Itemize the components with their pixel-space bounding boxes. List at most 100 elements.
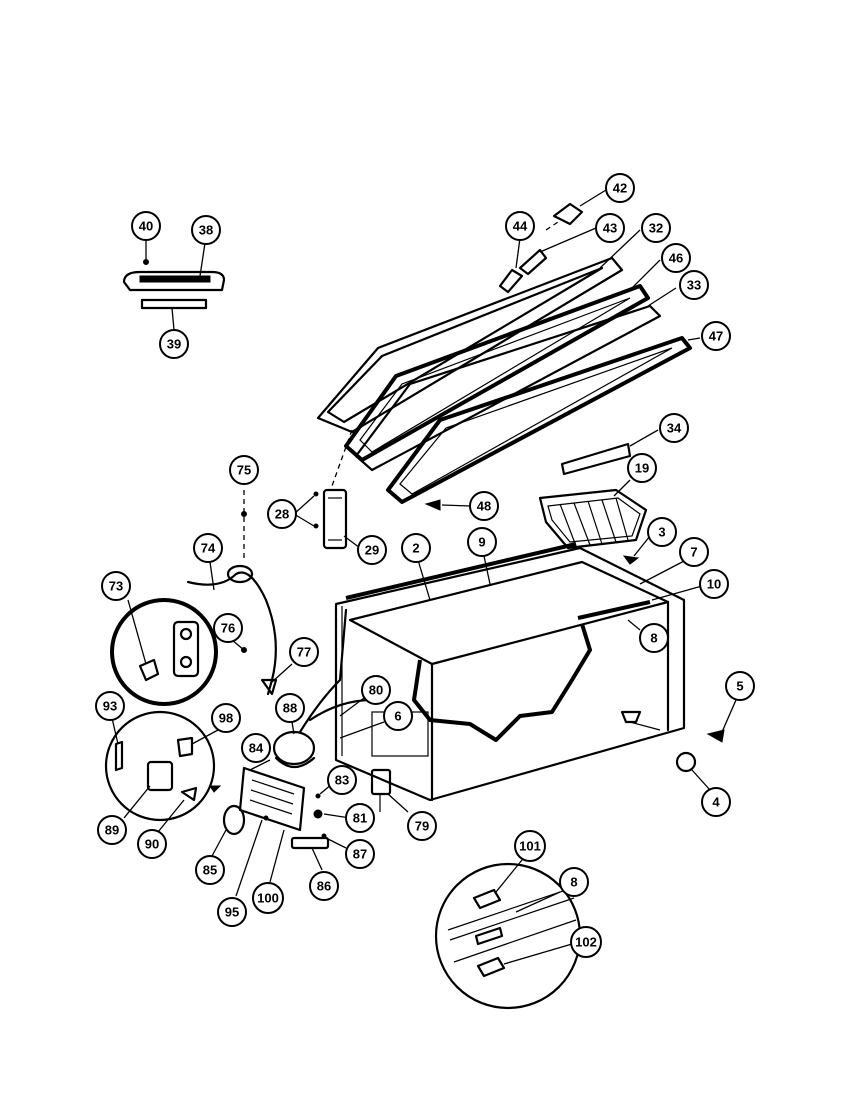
power-cord <box>186 490 293 696</box>
callout-label: 48 <box>477 499 491 514</box>
callout-label: 32 <box>649 221 663 236</box>
callout-label: 98 <box>219 711 233 726</box>
storage-basket <box>538 479 648 550</box>
callout-88: 88 <box>275 693 305 723</box>
callout-87: 87 <box>345 839 375 869</box>
callout-label: 19 <box>635 461 649 476</box>
callout-102: 102 <box>570 926 602 958</box>
callout-label: 9 <box>478 535 485 550</box>
callout-label: 76 <box>221 621 235 636</box>
callout-4: 4 <box>701 787 731 817</box>
callout-label: 80 <box>369 683 383 698</box>
callout-label: 28 <box>275 507 289 522</box>
callout-label: 74 <box>201 541 216 556</box>
hinge-bracket <box>293 488 361 550</box>
callout-48: 48 <box>469 491 499 521</box>
callout-label: 79 <box>415 819 429 834</box>
callout-label: 8 <box>570 875 577 890</box>
hinge-and-lock <box>331 202 584 487</box>
callout-label: 85 <box>203 863 217 878</box>
callout-label: 73 <box>109 579 123 594</box>
callout-8: 8 <box>639 623 669 653</box>
callout-label: 93 <box>103 699 117 714</box>
callouts: 40 38 39 42 44 43 32 46 33 47 34 19 75 2… <box>95 173 755 958</box>
callout-label: 29 <box>365 543 379 558</box>
callout-73: 73 <box>101 571 131 601</box>
callout-84: 84 <box>241 733 271 763</box>
callout-83: 83 <box>327 765 357 795</box>
callout-93: 93 <box>95 691 125 721</box>
callout-85: 85 <box>195 855 225 885</box>
grille-slots <box>249 779 295 815</box>
cabinet <box>334 535 703 802</box>
callout-33: 33 <box>679 270 709 300</box>
callout-47: 47 <box>701 321 731 351</box>
callout-label: 4 <box>712 795 720 810</box>
callout-89: 89 <box>97 815 127 845</box>
screw <box>424 499 471 511</box>
callout-label: 42 <box>613 181 627 196</box>
callout-label: 2 <box>412 541 419 556</box>
callout-label: 33 <box>687 278 701 293</box>
callout-label: 75 <box>237 463 251 478</box>
handle-assembly <box>122 240 226 331</box>
callout-79: 79 <box>407 811 437 841</box>
callout-38: 38 <box>191 215 221 245</box>
callout-2: 2 <box>401 533 431 563</box>
callout-label: 95 <box>225 905 239 920</box>
callout-label: 5 <box>736 679 743 694</box>
callout-label: 8 <box>650 631 657 646</box>
callout-9: 9 <box>467 527 497 557</box>
callout-label: 81 <box>353 811 367 826</box>
lid-leads <box>515 189 701 341</box>
callout-32: 32 <box>641 213 671 243</box>
callout-6: 6 <box>383 701 413 731</box>
drain-plug <box>620 699 737 791</box>
callout-label: 3 <box>658 525 665 540</box>
callout-76: 76 <box>213 613 243 643</box>
lid-outer <box>316 256 624 434</box>
callout-label: 40 <box>139 219 153 234</box>
callout-5: 5 <box>725 671 755 701</box>
callout-label: 101 <box>519 839 541 854</box>
strip-detail <box>434 859 582 1010</box>
callout-label: 7 <box>690 545 697 560</box>
callout-label: 39 <box>167 337 181 352</box>
callout-label: 34 <box>667 421 682 436</box>
callout-44: 44 <box>505 211 535 241</box>
divider-strip <box>560 429 659 476</box>
callout-81: 81 <box>345 803 375 833</box>
callout-label: 44 <box>513 219 528 234</box>
callout-34: 34 <box>659 413 689 443</box>
callout-80: 80 <box>361 675 391 705</box>
callout-95: 95 <box>217 897 247 927</box>
callout-label: 84 <box>249 741 264 756</box>
callout-98: 98 <box>211 703 241 733</box>
callout-42: 42 <box>605 173 635 203</box>
callout-label: 77 <box>297 645 311 660</box>
callout-label: 102 <box>575 935 597 950</box>
callout-40: 40 <box>131 211 161 241</box>
callout-7: 7 <box>679 537 709 567</box>
compressor-assembly <box>211 608 409 897</box>
callout-label: 46 <box>669 251 683 266</box>
callout-label: 6 <box>394 709 401 724</box>
callout-43: 43 <box>595 213 625 243</box>
callout-3: 3 <box>647 517 677 547</box>
callout-28: 28 <box>267 499 297 529</box>
callout-8b: 8 <box>559 867 589 897</box>
callout-86: 86 <box>309 871 339 901</box>
lid-gasket-frame <box>354 304 662 472</box>
callout-100: 100 <box>252 882 284 914</box>
outlet-detail <box>110 598 218 706</box>
callout-101: 101 <box>514 830 546 862</box>
callout-29: 29 <box>357 535 387 565</box>
callout-label: 47 <box>709 329 723 344</box>
lid-gasket <box>386 336 692 504</box>
callout-74: 74 <box>193 533 223 563</box>
callout-label: 10 <box>707 577 721 592</box>
callout-19: 19 <box>627 453 657 483</box>
callout-39: 39 <box>159 329 189 359</box>
callout-label: 43 <box>603 221 617 236</box>
